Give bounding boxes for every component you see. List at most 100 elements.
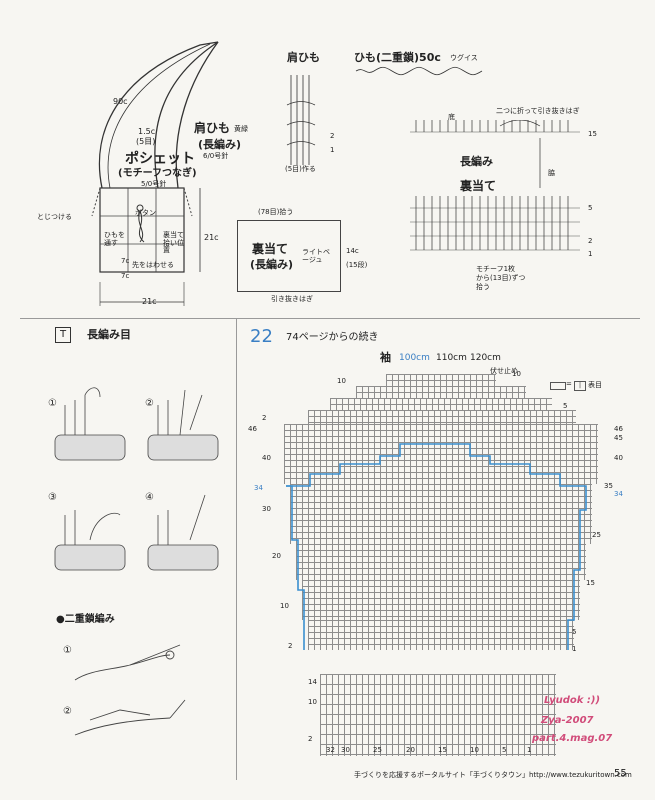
bind-off: 伏せ止め [490,367,518,375]
tr-step-illustrations [54,387,219,571]
cord-stitch-label: 長編み [460,155,493,168]
cuff-row-14: 14 [308,678,317,686]
cord-bottom-label: 底 [448,113,455,121]
strap-row-1: 1 [330,146,335,154]
cell-height: 7c [121,257,130,265]
double-chain-title: ●二重鎖編み [56,614,115,625]
strap-stitch: (長編み) [198,138,242,151]
right-row-25: 25 [592,531,601,539]
double-chain-illustrations [74,644,186,736]
double-chain-step-2: ② [63,706,72,717]
right-row-35: 35 [604,482,613,490]
stitch-32: 32 [326,746,335,754]
sleeve-grid-body-3 [302,580,580,620]
bag-width: 21c [142,297,157,306]
sleeve-grid-top [386,374,496,386]
right-row-5-low: 5 [572,628,577,636]
cuff-row-2: 2 [308,735,313,743]
strap-row-2: 2 [330,132,335,140]
left-row-2: 2 [288,642,293,650]
left-row-20: 20 [272,552,281,560]
sleeve-grid-3 [330,398,552,410]
strap-width-sts: (5目) [136,137,156,146]
right-row-34: 34 [614,490,623,498]
left-row-34: 34 [254,484,263,492]
tr-step-3: ③ [48,492,57,503]
loop-label: ひもを通す [104,231,125,247]
cord-chain-illustration [355,66,483,76]
left-row-46: 46 [248,425,257,433]
right-row-46: 46 [614,425,623,433]
right-row-1: 1 [572,645,577,653]
tr-step-4: ④ [145,492,154,503]
cord-row-5: 5 [588,204,593,212]
sleeve-grid-4 [308,410,576,424]
strap-title: 肩ひも [194,121,231,135]
attach-label: とじつける [37,213,72,221]
pochette-bag-illustration [91,41,219,306]
watermark-line-3: part.4.mag.07 [532,733,613,744]
strap-needle: 6/0号針 [203,152,229,160]
sleeve-grid-body-1 [290,484,592,544]
size-110: 110cm [436,353,467,363]
stitch-15: 15 [438,746,447,754]
right-row-45: 45 [614,434,623,442]
bag-subtitle: (モチーフつなぎ) [118,168,197,179]
strap-width: 1.5c [138,127,156,136]
tr-step-2: ② [145,398,154,409]
stitch-1: 1 [527,746,532,754]
size-120: 120cm [470,353,501,363]
stitch-10: 10 [470,746,479,754]
legend-box-empty [550,382,566,390]
divider-top [20,318,640,319]
sleeve-grid-2 [356,386,526,398]
cord-row-15: 15 [588,130,597,138]
right-row-40: 40 [614,454,623,462]
bag-title: ポシェット [125,151,195,167]
watermark-line-2: Zya-2007 [541,715,594,726]
stitch-5: 5 [502,746,507,754]
bag-height: 21c [204,233,219,242]
size-100: 100cm [399,353,430,363]
sleeve-grid-body-4 [308,620,574,650]
tr-step-1: ① [48,398,57,409]
lining-height: 14c [346,247,359,255]
lining-title: 裏当て [252,242,289,256]
pickup-note-1: モチーフ1枚 [476,265,516,273]
lining-top: (78目)拾う [258,208,294,216]
cord-row-2: 2 [588,237,593,245]
strap-chart-title: 肩ひも [287,51,320,64]
cord-lining-label: 裏当て [460,179,497,193]
stitch-20: 20 [406,746,415,754]
pickup-note-3: 拾う [476,283,490,291]
picking-label: 裏当て拾い位置 [163,231,184,255]
sleeve-grid-body-2 [296,544,586,580]
cord-side-label: 脇 [548,169,555,177]
section-number: 22 [250,326,273,347]
watermark-line-1: Lyudok :)) [544,695,601,706]
left-row-30: 30 [262,505,271,513]
cell-width: 7c [121,272,130,280]
size-100-outline [286,443,587,650]
page-number: 55 [614,768,627,779]
lining-rows: (15段) [346,261,368,269]
legend-box-knit: | [574,381,586,391]
cord-fold-note: 二つに折って引き抜きはぎ [496,107,580,115]
cord-color: ウグイス [450,54,478,62]
legend-text: 表目 [588,381,602,389]
lining-color: ライトベージュ [302,248,330,264]
left-row-10: 10 [280,602,289,610]
right-row-10: 10 [512,370,521,378]
lining-stitch: (長編み) [250,258,294,271]
strap-start: (5目)作る [285,165,316,173]
cuff-row-10: 10 [308,698,317,706]
stitch-25: 25 [373,746,382,754]
tr-symbol-icon: T [55,327,71,343]
strap-color: 黄緑 [234,125,248,133]
lining-bottom: 引き抜きはぎ [271,295,313,303]
fringe-label: 先をはわせる [132,261,174,269]
sleeve-label: 袖 [380,351,391,364]
cuff-grid [320,674,556,756]
cord-title: ひも(二重鎖)50c [354,51,441,64]
